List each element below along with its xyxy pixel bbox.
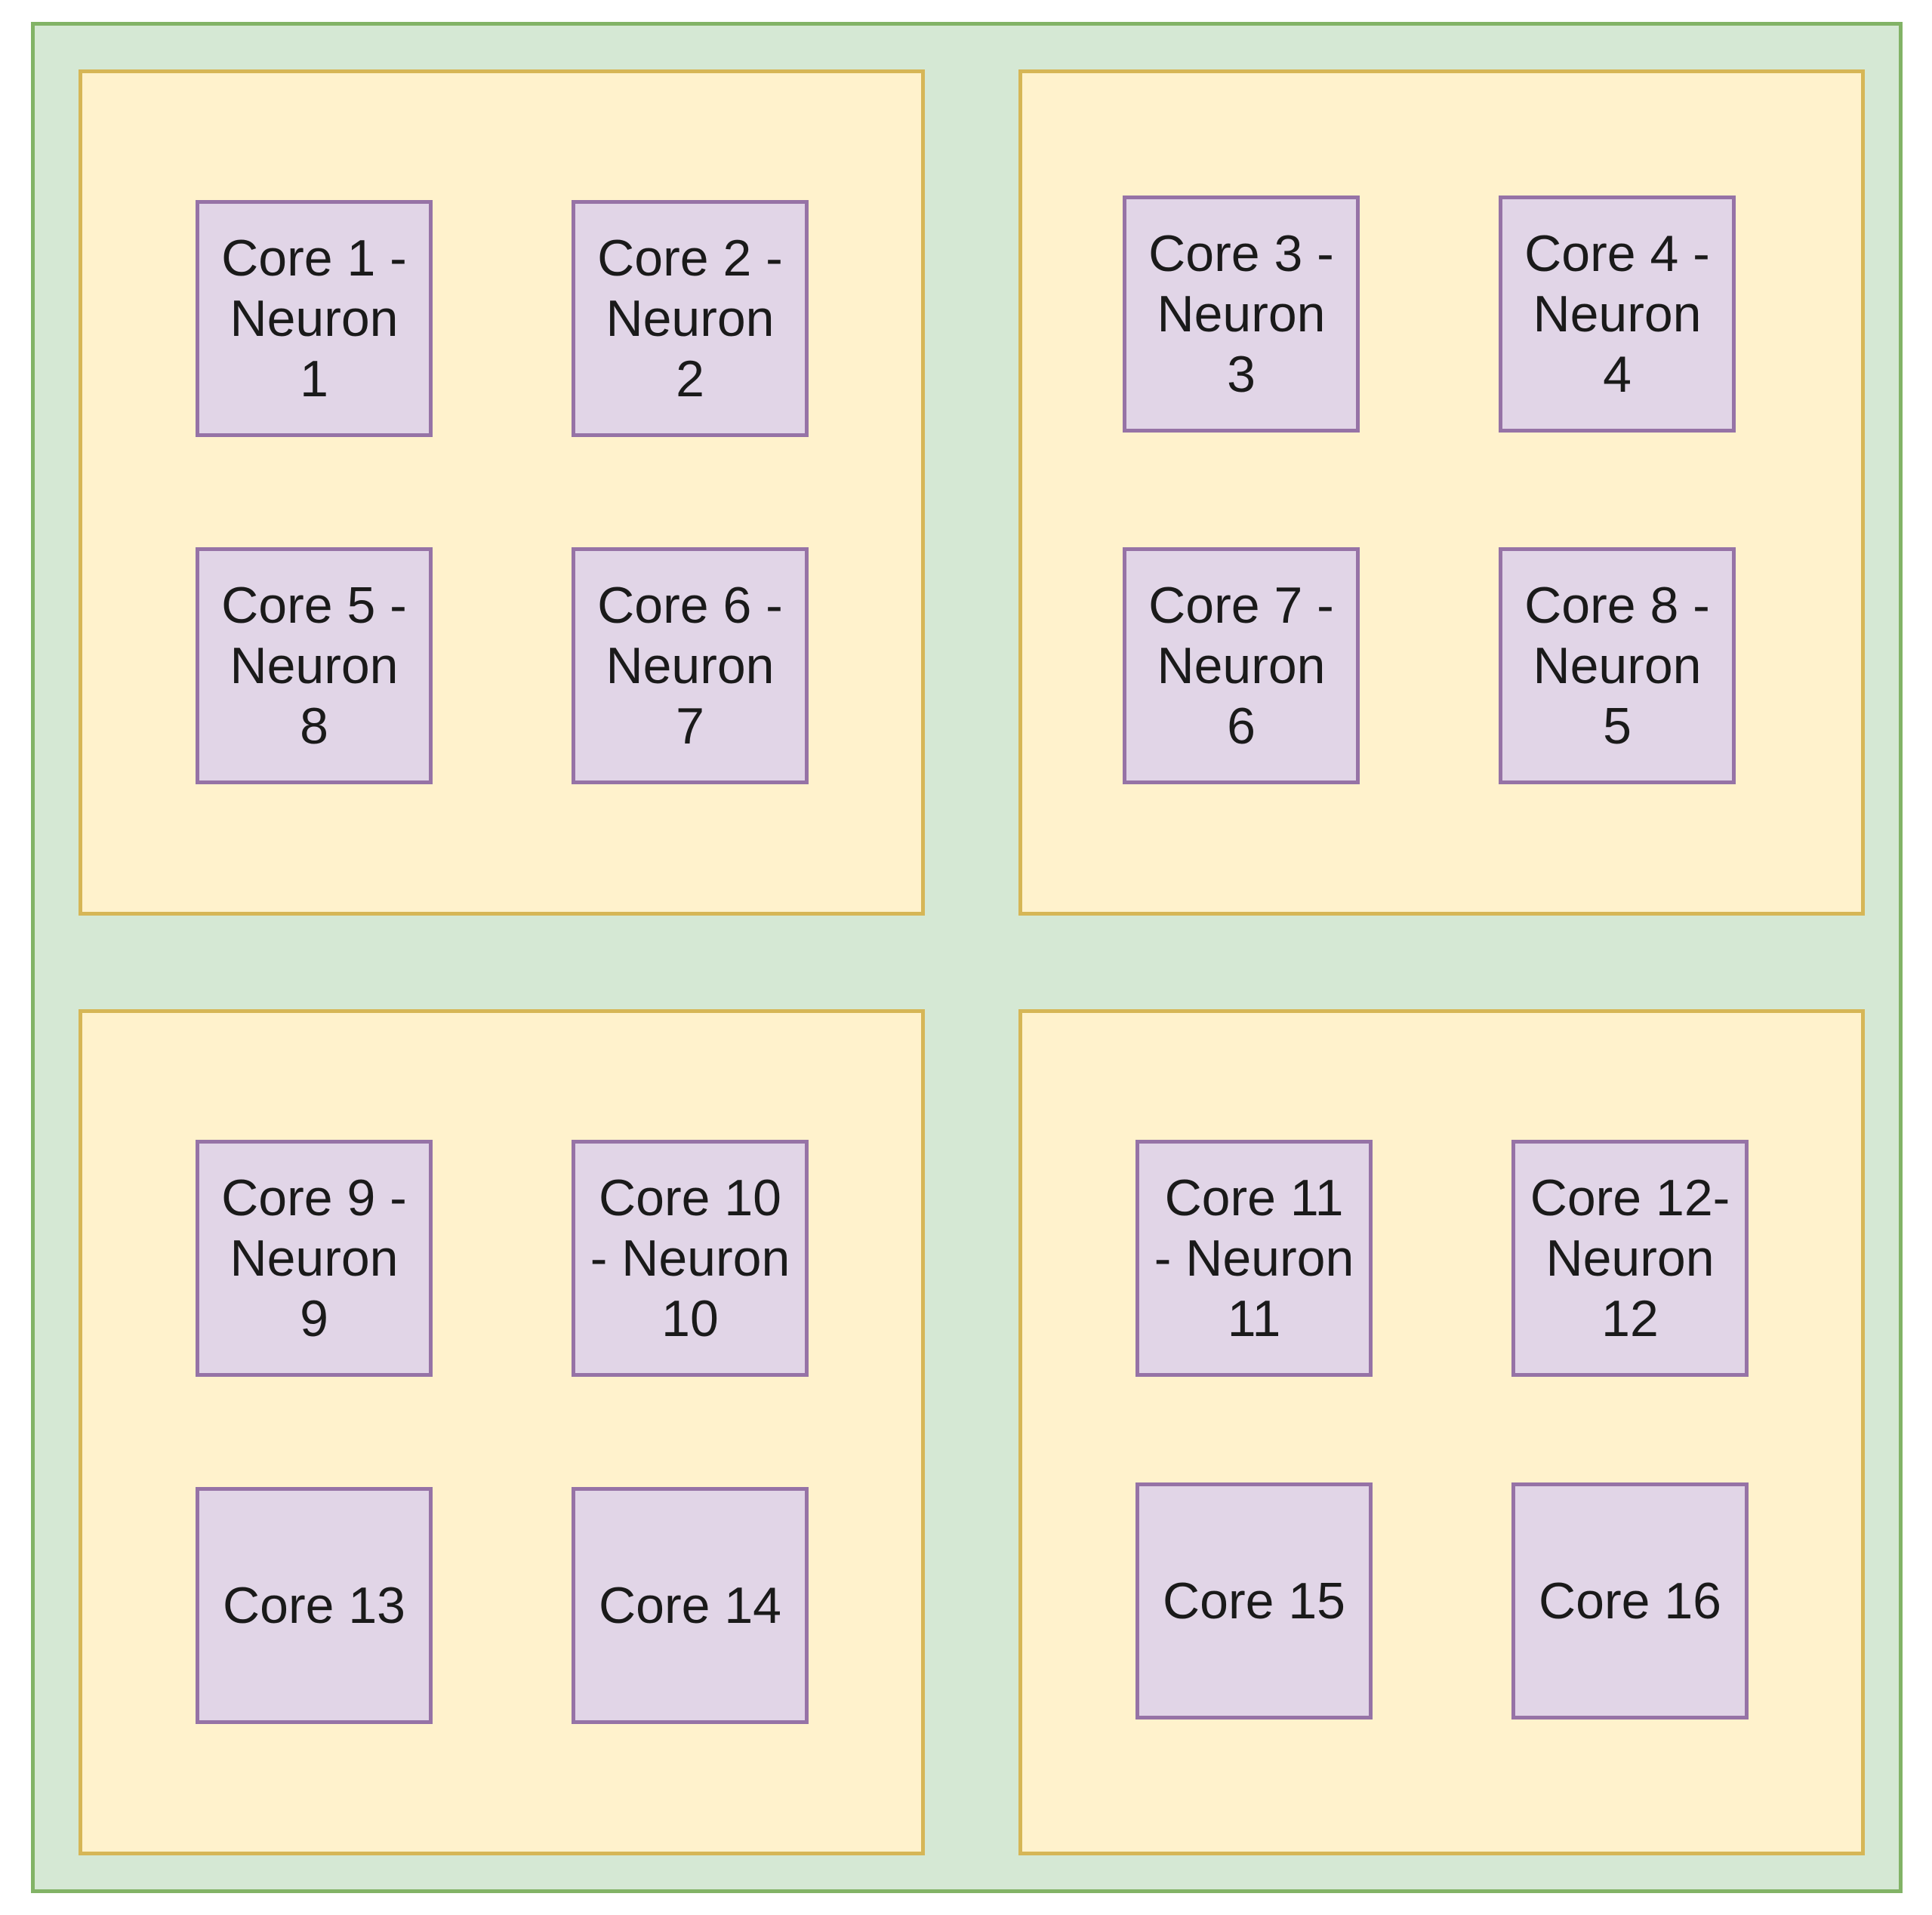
core-4: Core 4 - Neuron 4 bbox=[1499, 196, 1736, 433]
core-16-label: Core 16 bbox=[1539, 1572, 1721, 1630]
core-2: Core 2 - Neuron 2 bbox=[572, 200, 809, 437]
core-15: Core 15 bbox=[1135, 1482, 1373, 1719]
core-14: Core 14 bbox=[572, 1487, 809, 1724]
core-7-label: Core 7 - Neuron 6 bbox=[1148, 577, 1334, 755]
core-6: Core 6 - Neuron 7 bbox=[572, 547, 809, 784]
core-3-label: Core 3 - Neuron 3 bbox=[1148, 225, 1334, 403]
core-5: Core 5 - Neuron 8 bbox=[196, 547, 433, 784]
core-1: Core 1 - Neuron 1 bbox=[196, 200, 433, 437]
system-container: Core 1 - Neuron 1 Core 2 - Neuron 2 Core… bbox=[31, 22, 1903, 1893]
core-5-label: Core 5 - Neuron 8 bbox=[221, 577, 407, 755]
core-9-label: Core 9 - Neuron 9 bbox=[221, 1169, 407, 1347]
core-13-label: Core 13 bbox=[223, 1577, 405, 1634]
core-7: Core 7 - Neuron 6 bbox=[1123, 547, 1360, 784]
chip-bottom-left: Core 9 - Neuron 9 Core 10 - Neuron 10 Co… bbox=[79, 1009, 925, 1855]
core-1-label: Core 1 - Neuron 1 bbox=[221, 229, 407, 408]
chip-bottom-right: Core 11 - Neuron 11 Core 12- Neuron 12 C… bbox=[1018, 1009, 1865, 1855]
core-13: Core 13 bbox=[196, 1487, 433, 1724]
core-14-label: Core 14 bbox=[599, 1577, 781, 1634]
core-3: Core 3 - Neuron 3 bbox=[1123, 196, 1360, 433]
core-9: Core 9 - Neuron 9 bbox=[196, 1140, 433, 1377]
core-15-label: Core 15 bbox=[1163, 1572, 1345, 1630]
core-4-label: Core 4 - Neuron 4 bbox=[1524, 225, 1710, 403]
core-6-label: Core 6 - Neuron 7 bbox=[597, 577, 783, 755]
core-11-label: Core 11 - Neuron 11 bbox=[1154, 1169, 1354, 1347]
core-12: Core 12- Neuron 12 bbox=[1511, 1140, 1749, 1377]
core-11: Core 11 - Neuron 11 bbox=[1135, 1140, 1373, 1377]
core-8: Core 8 - Neuron 5 bbox=[1499, 547, 1736, 784]
core-16: Core 16 bbox=[1511, 1482, 1749, 1719]
chip-top-left: Core 1 - Neuron 1 Core 2 - Neuron 2 Core… bbox=[79, 69, 925, 916]
core-10: Core 10 - Neuron 10 bbox=[572, 1140, 809, 1377]
core-12-label: Core 12- Neuron 12 bbox=[1530, 1169, 1730, 1347]
core-2-label: Core 2 - Neuron 2 bbox=[597, 229, 783, 408]
core-10-label: Core 10 - Neuron 10 bbox=[590, 1169, 790, 1347]
core-8-label: Core 8 - Neuron 5 bbox=[1524, 577, 1710, 755]
chip-top-right: Core 3 - Neuron 3 Core 4 - Neuron 4 Core… bbox=[1018, 69, 1865, 916]
